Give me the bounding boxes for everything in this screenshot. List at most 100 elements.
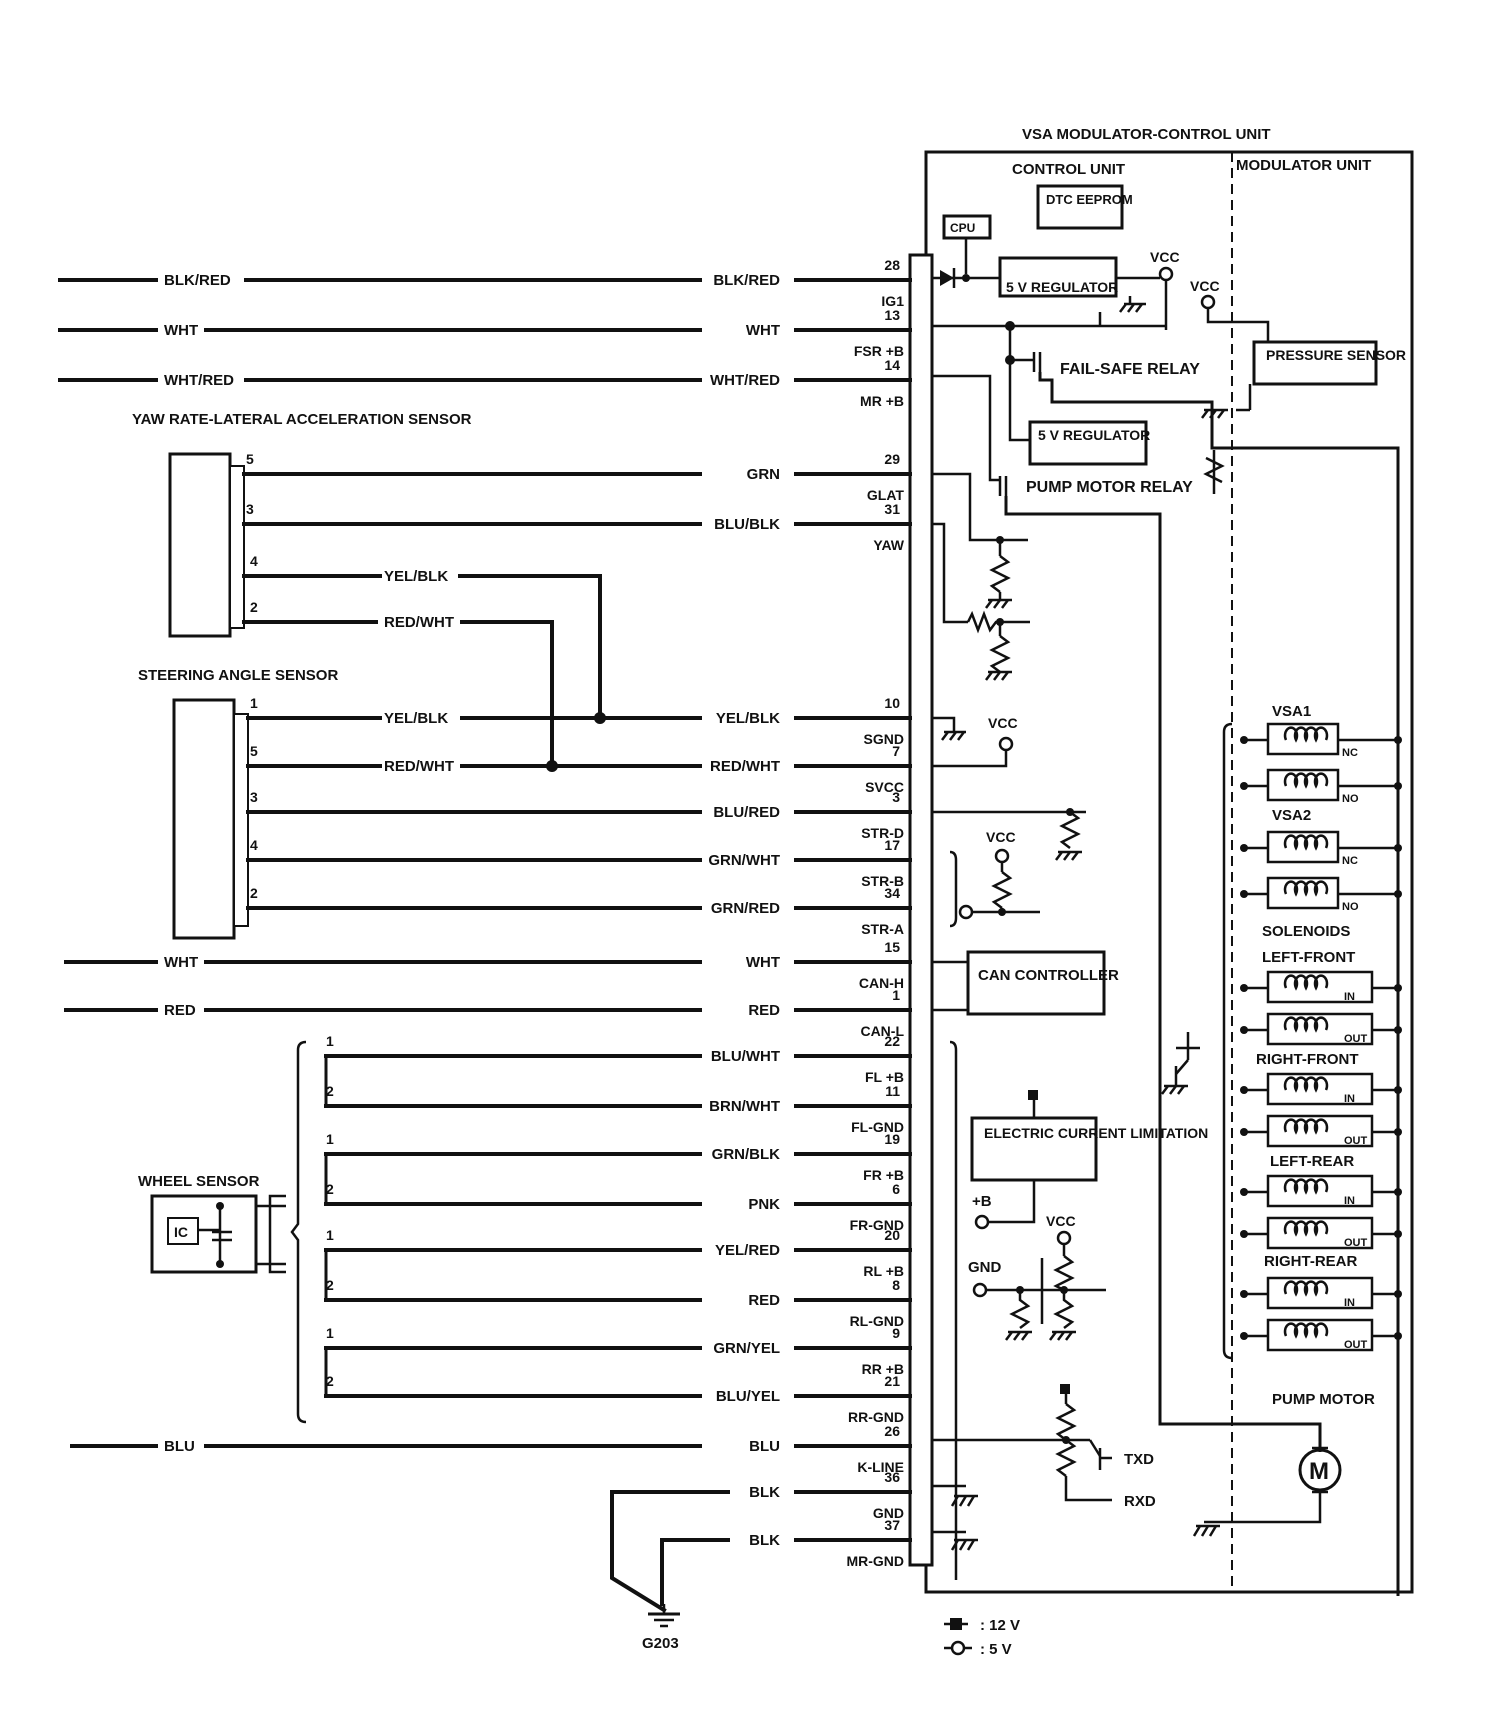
solenoid-left-node-2 bbox=[1240, 844, 1248, 852]
vcc-label-gnd: VCC bbox=[1046, 1213, 1076, 1229]
vcc-label-str: VCC bbox=[986, 829, 1016, 845]
yaw-cross-color-5: YEL/BLK bbox=[384, 568, 448, 585]
pin-signal-10: SGND bbox=[864, 731, 904, 747]
pin-signal-17: STR-B bbox=[861, 873, 904, 889]
pin-signal-9: RR +B bbox=[862, 1361, 904, 1377]
sensor-pin-3-4: 3 bbox=[246, 501, 254, 517]
wire-color-15: WHT bbox=[746, 954, 780, 971]
can-controller-label: CAN CONTROLLER bbox=[978, 967, 1119, 984]
pin-number-29: 29 bbox=[884, 451, 900, 467]
wire-color-3: BLU/RED bbox=[713, 804, 780, 821]
harness-color-1: RED bbox=[164, 1002, 196, 1019]
wire-color-36: BLK bbox=[749, 1484, 780, 1501]
dtc-eeprom-label: DTC EEPROM bbox=[1046, 192, 1133, 207]
sensor-pin-2-13: 2 bbox=[326, 1083, 334, 1099]
pin-signal-1: CAN-L bbox=[860, 1023, 904, 1039]
wire-color-7: RED/WHT bbox=[710, 758, 780, 775]
pin-signal-13: FSR +B bbox=[854, 343, 904, 359]
pin-signal-29: GLAT bbox=[867, 487, 905, 503]
pin-number-28: 28 bbox=[884, 257, 900, 273]
motor-m: M bbox=[1309, 1458, 1329, 1485]
solenoid-left-node-6 bbox=[1240, 1086, 1248, 1094]
pin-number-34: 34 bbox=[884, 885, 900, 901]
control-unit-label: CONTROL UNIT bbox=[1012, 161, 1125, 178]
harness-color-14: WHT/RED bbox=[164, 372, 234, 389]
current-limitation-label: ELECTRIC CURRENT LIMITATION bbox=[984, 1125, 1208, 1141]
solenoid-coil-3 bbox=[1283, 880, 1329, 897]
dtc-eeprom-box bbox=[1036, 184, 1124, 230]
solenoid-node-0 bbox=[1394, 736, 1402, 744]
solenoid-node-10 bbox=[1394, 1290, 1402, 1298]
solenoid-coil-2 bbox=[1283, 834, 1329, 851]
yaw-cross-color-6: RED/WHT bbox=[384, 614, 454, 631]
current-limitation-box bbox=[970, 1116, 1098, 1182]
pin-signal-36: GND bbox=[873, 1505, 904, 1521]
pin-number-19: 19 bbox=[884, 1131, 900, 1147]
solenoid-left-node-3 bbox=[1240, 890, 1248, 898]
pin-signal-31: YAW bbox=[873, 537, 904, 553]
pin-number-9: 9 bbox=[892, 1325, 900, 1341]
pin-signal-15: CAN-H bbox=[859, 975, 904, 991]
unit-title: VSA MODULATOR-CONTROL UNIT bbox=[1022, 126, 1271, 143]
pin-signal-6: FR-GND bbox=[850, 1217, 904, 1233]
regulator-top-label: 5 V REGULATOR bbox=[1006, 279, 1118, 295]
solenoid-tag-1: NO bbox=[1342, 793, 1359, 805]
wire-color-28: BLK/RED bbox=[713, 272, 780, 289]
wire-color-6: PNK bbox=[748, 1196, 780, 1213]
solenoid-left-node-10 bbox=[1240, 1290, 1248, 1298]
solenoids-title: SOLENOIDS bbox=[1262, 923, 1350, 940]
legend-12v-text: : 12 V bbox=[980, 1617, 1020, 1634]
sensor-color-left-7: RED/WHT bbox=[384, 758, 454, 775]
solenoid-coil-9 bbox=[1283, 1220, 1329, 1237]
wire-color-22: BLU/WHT bbox=[711, 1048, 780, 1065]
wire-color-21: BLU/YEL bbox=[716, 1388, 780, 1405]
left-front-label: LEFT-FRONT bbox=[1262, 949, 1355, 966]
solenoid-coil-0 bbox=[1283, 726, 1329, 743]
unit-connector bbox=[908, 253, 934, 1567]
ground-g203-label: G203 bbox=[642, 1635, 679, 1652]
modulator-unit-label: MODULATOR UNIT bbox=[1236, 157, 1371, 174]
can-controller-box bbox=[966, 950, 1106, 1016]
sensor-pin-5-6: 5 bbox=[250, 743, 258, 759]
pin-number-37: 37 bbox=[884, 1517, 900, 1533]
solenoid-node-6 bbox=[1394, 1086, 1402, 1094]
pin-number-26: 26 bbox=[884, 1423, 900, 1439]
solenoid-coil-4 bbox=[1283, 974, 1329, 991]
rxd-label: RXD bbox=[1124, 1493, 1156, 1510]
sensor-pin-2-15: 2 bbox=[326, 1181, 334, 1197]
solenoid-node-2 bbox=[1394, 844, 1402, 852]
wire-color-8: RED bbox=[748, 1292, 780, 1309]
regulator-5v-mid bbox=[1028, 420, 1148, 466]
solenoid-node-4 bbox=[1394, 984, 1402, 992]
pin-number-36: 36 bbox=[884, 1469, 900, 1485]
vsa2-label: VSA2 bbox=[1272, 807, 1311, 824]
harness-color-15: WHT bbox=[164, 954, 198, 971]
wire-color-10: YEL/BLK bbox=[716, 710, 780, 727]
pin-number-10: 10 bbox=[884, 695, 900, 711]
pin-signal-22: FL +B bbox=[865, 1069, 904, 1085]
cpu-label: CPU bbox=[950, 221, 975, 235]
wire-color-31: BLU/BLK bbox=[714, 516, 780, 533]
vcc-label-2: VCC bbox=[1190, 278, 1220, 294]
pin-signal-28: IG1 bbox=[881, 293, 904, 309]
steering-sensor-box bbox=[172, 698, 236, 940]
solenoid-node-11 bbox=[1394, 1332, 1402, 1340]
right-rear-label: RIGHT-REAR bbox=[1264, 1253, 1358, 1270]
yaw-rate-sensor-box bbox=[168, 452, 232, 638]
plus-b-label: +B bbox=[972, 1193, 992, 1210]
sensor-pin-yaw-2: 2 bbox=[250, 599, 258, 615]
solenoid-left-node-4 bbox=[1240, 984, 1248, 992]
vsa1-label: VSA1 bbox=[1272, 703, 1311, 720]
harness-color-28: BLK/RED bbox=[164, 272, 231, 289]
pin-number-21: 21 bbox=[884, 1373, 900, 1389]
gnd-label: GND bbox=[968, 1259, 1002, 1276]
solenoid-coil-1 bbox=[1283, 772, 1329, 789]
pin-signal-8: RL-GND bbox=[850, 1313, 904, 1329]
pin-number-20: 20 bbox=[884, 1227, 900, 1243]
solenoid-tag-11: OUT bbox=[1344, 1339, 1368, 1351]
pin-signal-26: K-LINE bbox=[857, 1459, 904, 1475]
solenoid-coil-8 bbox=[1283, 1178, 1329, 1195]
pin-number-8: 8 bbox=[892, 1277, 900, 1293]
